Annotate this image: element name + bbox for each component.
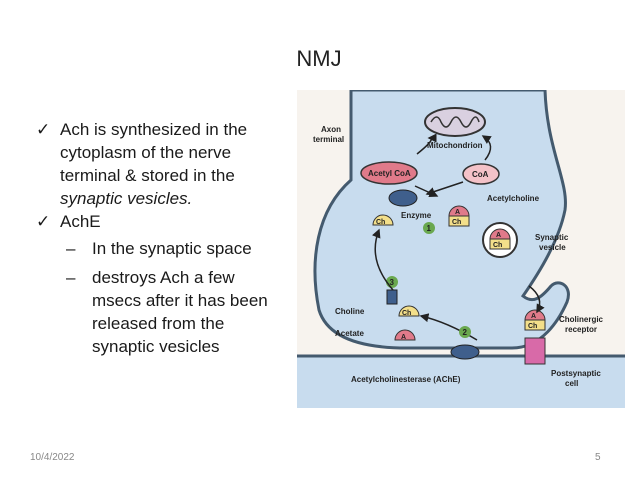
enzyme-label: Enzyme [401, 211, 432, 220]
cleft-acetate [394, 329, 416, 341]
bullet-list: ✓ Ach is synthesized in the cytoplasm of… [36, 118, 296, 358]
postsynaptic-cell-shape [297, 356, 625, 408]
ch-label: Ch [376, 219, 385, 226]
ch-label: Ch [528, 323, 537, 330]
bullet-line: cytoplasm of the nerve [60, 143, 232, 162]
mitochondrion-label: Mitochondrion [427, 141, 483, 150]
receptor-ch [524, 319, 546, 331]
sub-bullet-space: – In the synaptic space [36, 237, 296, 260]
ch-label: Ch [452, 219, 461, 226]
step2-badge [459, 326, 471, 338]
a-label: A [455, 209, 460, 216]
dash-icon: – [66, 239, 76, 258]
receptor-label: Cholinergic [559, 315, 604, 324]
step2-label: 2 [463, 328, 468, 337]
ache-label: Acetylcholinesterase (AChE) [351, 375, 461, 384]
postsynaptic-label: Postsynaptic [551, 369, 601, 378]
ch-label: Ch [493, 242, 502, 249]
vesicle-a [489, 228, 511, 240]
acetyl-coa-label: Acetyl CoA [368, 169, 411, 178]
synaptic-vesicle-label: vesicle [539, 243, 566, 252]
ache-enzyme-shape [450, 344, 480, 360]
acetylcholine-label: Acetylcholine [487, 194, 540, 203]
bullet-line: Ach is synthesized in the [60, 120, 248, 139]
postsynaptic-label: cell [565, 379, 578, 388]
step3-label: 3 [390, 278, 395, 287]
acetylcholine-molecule: A Ch [448, 205, 470, 227]
a-label: A [401, 334, 406, 341]
arrow [528, 285, 545, 314]
bullet-line: terminal & stored in the [60, 166, 235, 185]
arrow [416, 133, 437, 155]
bullet-line: In the synaptic space [92, 239, 252, 258]
arrow [425, 181, 464, 196]
a-label: A [531, 313, 536, 320]
slide-title: NMJ [296, 46, 342, 71]
choline-molecule [372, 214, 394, 226]
bullet-line: released from the [92, 314, 225, 333]
arrow [372, 228, 394, 291]
bullet-line: msecs after it has been [92, 291, 268, 310]
bullet-line: AchE [60, 212, 101, 231]
footer-date: 10/4/2022 [30, 452, 75, 463]
axon-terminal-label: terminal [313, 135, 344, 144]
bullet-synthesis: ✓ Ach is synthesized in the cytoplasm of… [36, 118, 296, 210]
synaptic-vesicle-label: Synaptic [535, 233, 569, 242]
choline-label: Choline [335, 307, 365, 316]
page-number: 5 [595, 452, 601, 463]
dash-icon: – [66, 268, 76, 287]
arrow [419, 313, 478, 341]
arrow [481, 135, 492, 161]
bullet-ache: ✓ AchE [36, 210, 296, 233]
nmj-diagram: Mitochondrion Axon terminal Acetyl CoA C… [297, 90, 625, 408]
acetate-label: Acetate [335, 329, 364, 338]
coa-label: CoA [472, 170, 489, 179]
a-label: A [496, 232, 501, 239]
coa-node [462, 163, 500, 185]
ch-label: Ch [402, 310, 411, 317]
axon-terminal-label: Axon [321, 125, 341, 134]
checkmark-icon: ✓ [36, 212, 51, 231]
axon-terminal-shape [313, 90, 570, 350]
step1-label: 1 [427, 224, 432, 233]
acetyl-coa-node [360, 161, 418, 185]
vesicle-ch [489, 238, 511, 250]
cholinergic-receptor-shape [524, 337, 546, 365]
cleft-choline [398, 305, 420, 317]
bullet-line: synaptic vesicles [92, 337, 220, 356]
bullet-line: destroys Ach a few [92, 268, 235, 287]
enzyme-shape [388, 189, 418, 207]
mitochondrion-icon [424, 107, 486, 137]
bullet-line: synaptic vesicles. [60, 189, 193, 208]
checkmark-icon: ✓ [36, 120, 51, 139]
choline-transporter [386, 289, 398, 305]
sub-bullet-destroys: – destroys Ach a few msecs after it has … [36, 266, 296, 358]
step1-badge [423, 222, 435, 234]
receptor-label: receptor [565, 325, 597, 334]
